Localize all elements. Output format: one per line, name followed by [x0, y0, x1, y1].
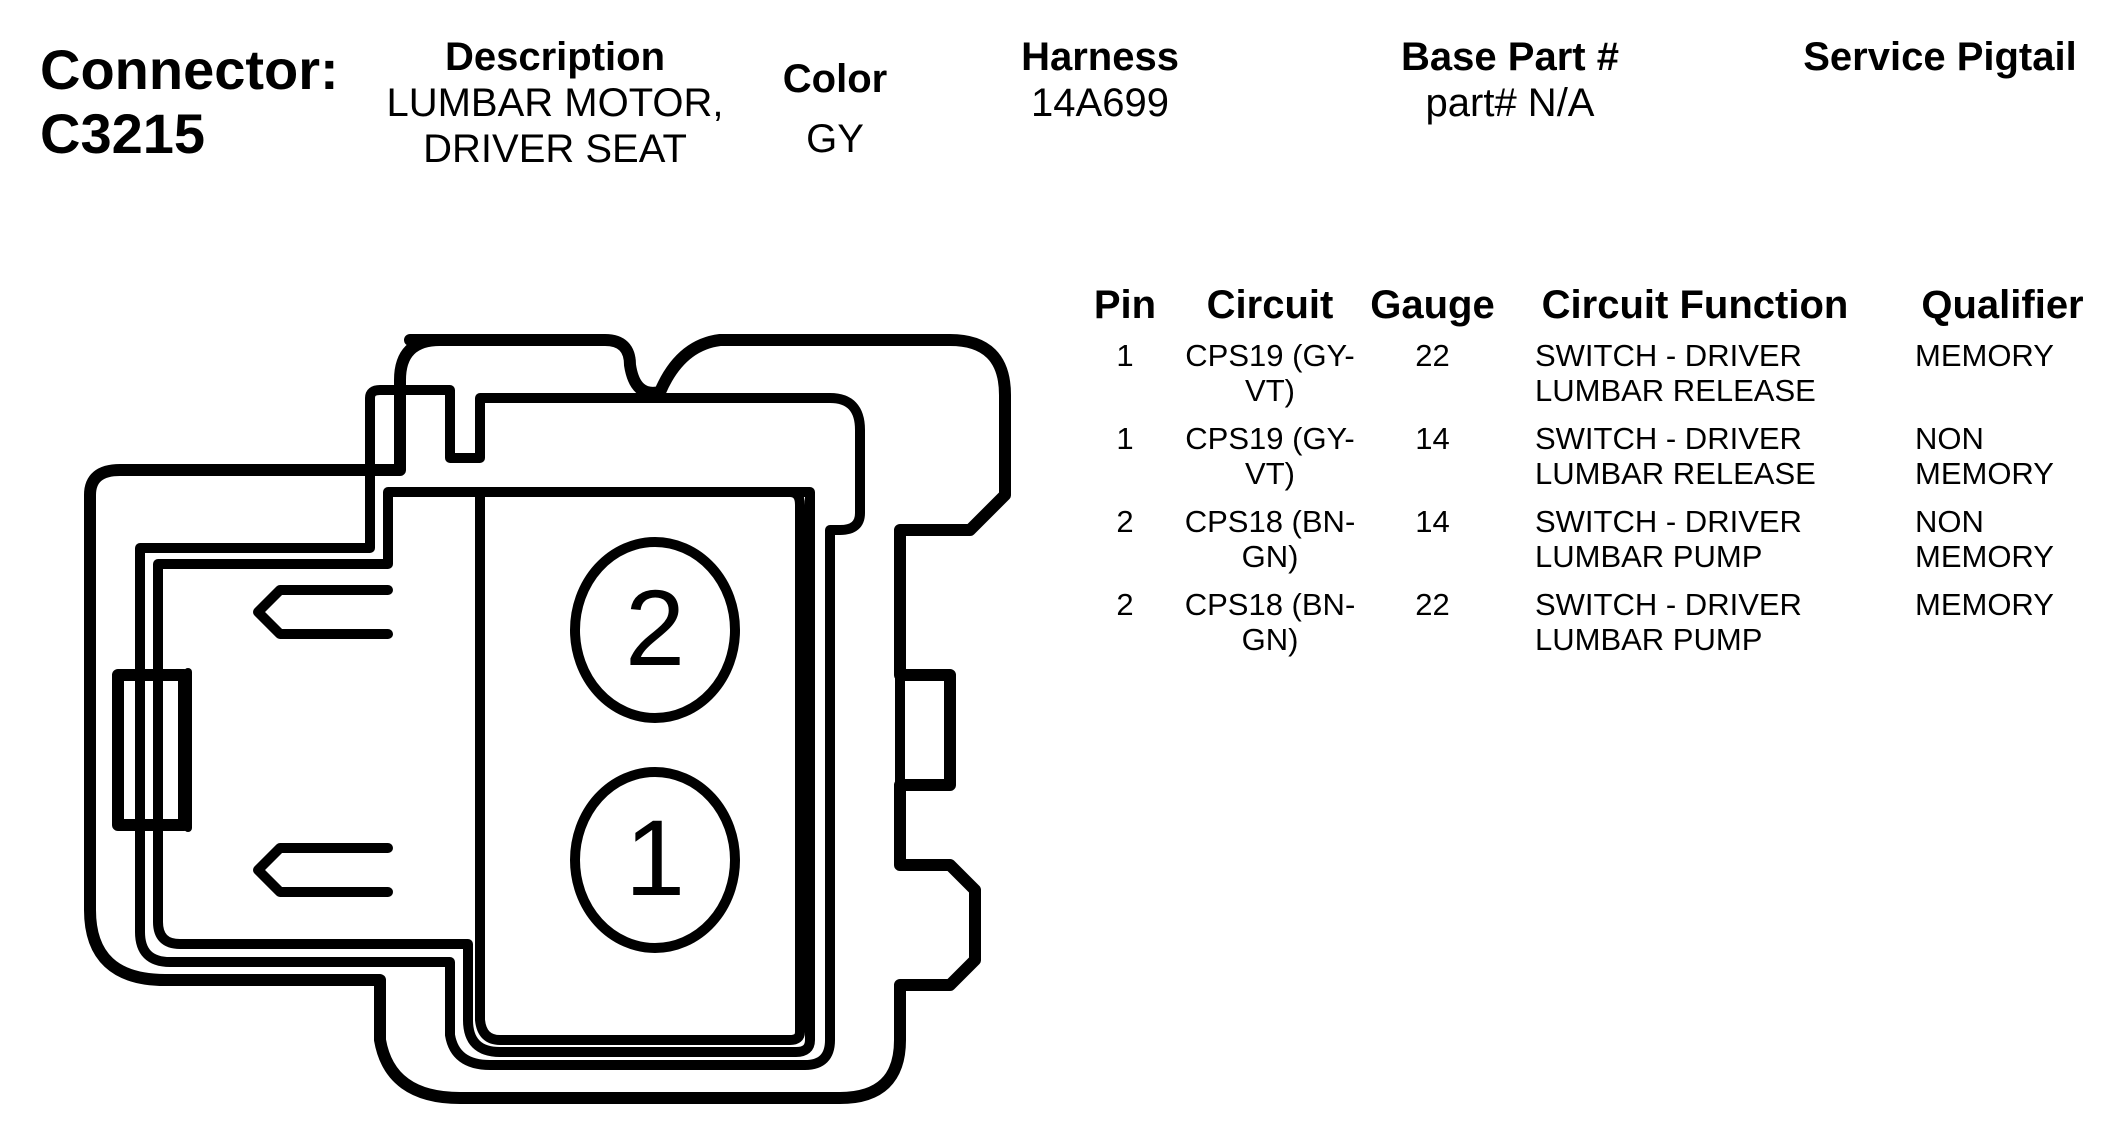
- circuit-line-2: GN): [1241, 539, 1299, 574]
- function-line-1: SWITCH - DRIVER: [1535, 587, 1802, 622]
- circuit-line-1: CPS19 (GY-: [1185, 338, 1355, 373]
- gauge-cell: 22: [1415, 338, 1450, 373]
- circuit-line-2: VT): [1245, 373, 1295, 408]
- pin-cell: 2: [1116, 587, 1134, 622]
- harness-label: Harness: [1021, 35, 1179, 79]
- circuit-line-1: CPS18 (BN-: [1184, 504, 1356, 539]
- color-value: GY: [806, 117, 864, 161]
- locking-tab: [112, 669, 190, 831]
- connector-title: Connector: C3215: [40, 38, 339, 166]
- pin-1-label: 1: [625, 797, 685, 918]
- qualifier-line-1: NON: [1915, 504, 1984, 539]
- circuit-cell: CPS18 (BN-GN): [1180, 504, 1360, 587]
- circuit-line-2: VT): [1245, 456, 1295, 491]
- pin-cell: 1: [1116, 421, 1134, 456]
- service-pigtail-label: Service Pigtail: [1803, 35, 2077, 79]
- header-circuit: Circuit: [1206, 283, 1334, 327]
- housing-inner-outline-inner: [153, 487, 815, 1057]
- base-part-label: Base Part #: [1401, 35, 1619, 79]
- pin-1-cavity: [570, 767, 740, 953]
- central-cavity: [455, 487, 805, 1045]
- pin-cell: 1: [1116, 338, 1134, 373]
- pin-table-header: Pin Circuit Gauge Circuit Function Quali…: [1070, 282, 2120, 338]
- circuit-cell: CPS19 (GY-VT): [1180, 338, 1360, 421]
- circuit-line-1: CPS19 (GY-: [1185, 421, 1355, 456]
- gauge-cell: 22: [1415, 587, 1450, 622]
- function-line-2: LUMBAR RELEASE: [1535, 373, 1816, 408]
- color-label: Color: [782, 57, 888, 101]
- housing-outer-outline: [84, 334, 1011, 1104]
- lower-latch-slot: [253, 843, 393, 897]
- circuit-line-1: CPS18 (BN-: [1184, 587, 1356, 622]
- function-line-2: LUMBAR RELEASE: [1535, 456, 1816, 491]
- function-line-1: SWITCH - DRIVER: [1535, 504, 1802, 539]
- qualifier-line-2: MEMORY: [1915, 539, 2054, 574]
- connector-face-diagram: 2 1: [84, 334, 1011, 1104]
- description-column: Description LUMBAR MOTOR, DRIVER SEAT: [365, 34, 745, 172]
- qualifier-cell: MEMORY: [1885, 587, 2120, 670]
- function-line-2: LUMBAR PUMP: [1535, 539, 1763, 574]
- upper-latch-slot: [253, 585, 393, 639]
- color-column: Color GY: [740, 56, 930, 162]
- pin-cell: 2: [1116, 504, 1134, 539]
- pin-2-cavity: [570, 537, 740, 723]
- pin-2-label: 2: [625, 567, 685, 688]
- function-line-1: SWITCH - DRIVER: [1535, 338, 1802, 373]
- function-line-2: LUMBAR PUMP: [1535, 622, 1763, 657]
- description-label: Description: [444, 35, 666, 79]
- circuit-line-2: GN): [1241, 622, 1299, 657]
- connector-id: C3215: [40, 102, 206, 165]
- header-pin: Pin: [1093, 283, 1157, 327]
- header-circuit-function: Circuit Function: [1541, 283, 1849, 327]
- base-part-value: part# N/A: [1425, 81, 1595, 125]
- pin-table: Pin Circuit Gauge Circuit Function Quali…: [1070, 282, 2120, 670]
- base-part-column: Base Part # part# N/A: [1330, 34, 1690, 126]
- header-qualifier: Qualifier: [1921, 283, 2084, 327]
- description-line-1: LUMBAR MOTOR,: [386, 81, 724, 125]
- qualifier-line-1: MEMORY: [1915, 587, 2054, 622]
- gauge-cell: 14: [1415, 504, 1450, 539]
- circuit-cell: CPS18 (BN-GN): [1180, 587, 1360, 670]
- service-pigtail-column: Service Pigtail: [1740, 34, 2124, 80]
- harness-column: Harness 14A699: [960, 34, 1240, 126]
- side-key: [895, 670, 955, 790]
- circuit-cell: CPS19 (GY-VT): [1180, 421, 1360, 504]
- harness-value: 14A699: [1031, 81, 1169, 125]
- description-line-2: DRIVER SEAT: [423, 127, 687, 171]
- header-gauge: Gauge: [1370, 283, 1495, 327]
- qualifier-line-1: NON: [1915, 421, 1984, 456]
- function-line-1: SWITCH - DRIVER: [1535, 421, 1802, 456]
- qualifier-line-2: MEMORY: [1915, 456, 2054, 491]
- housing-inner-outline-outer: [135, 385, 865, 1070]
- qualifier-cell: MEMORY: [1885, 338, 2120, 421]
- gauge-cell: 14: [1415, 421, 1450, 456]
- qualifier-line-1: MEMORY: [1915, 338, 2054, 373]
- connector-label: Connector:: [40, 38, 339, 101]
